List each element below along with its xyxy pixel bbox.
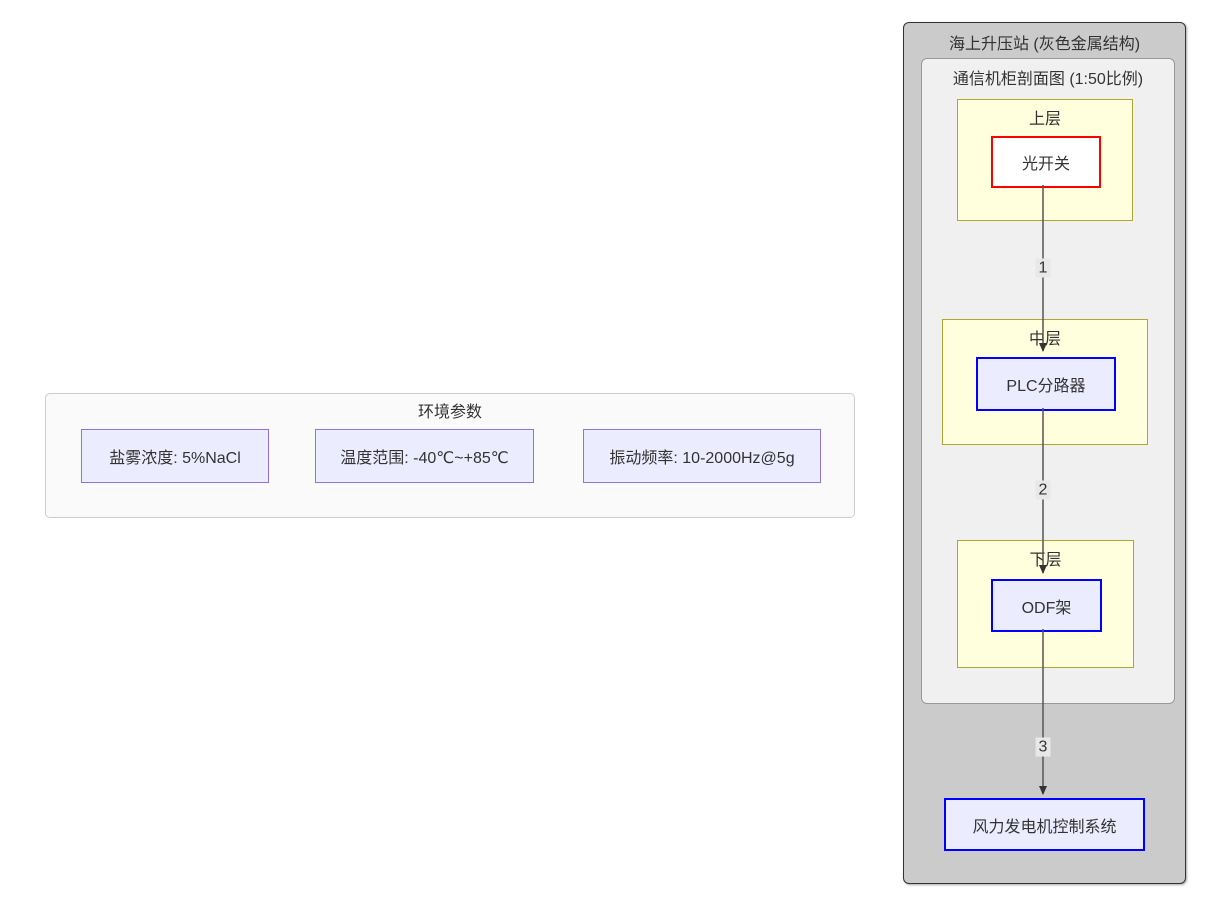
layer-upper-title: 上层	[1028, 111, 1061, 128]
edge-label-3: 3	[1035, 737, 1051, 757]
station-title: 海上升压站 (灰色金属结构)	[948, 36, 1141, 53]
edge-label-2: 2	[1035, 480, 1051, 500]
layer-upper: 上层 光开关	[957, 99, 1133, 221]
env-params-title: 环境参数	[417, 404, 482, 421]
layer-lower-title: 下层	[1029, 552, 1062, 569]
env-item-temperature-range: 温度范围: -40℃~+85℃	[315, 429, 534, 483]
env-params-cluster: 环境参数 盐雾浓度: 5%NaCl 温度范围: -40℃~+85℃ 振动频率: …	[45, 393, 855, 518]
node-odf-rack: ODF架	[991, 579, 1102, 632]
cabinet-cluster: 通信机柜剖面图 (1:50比例) 上层 光开关 中层 PLC分路器 下层 ODF…	[921, 58, 1175, 704]
edge-label-1: 1	[1035, 258, 1051, 278]
node-optical-switch: 光开关	[991, 136, 1101, 188]
layer-middle: 中层 PLC分路器	[942, 319, 1148, 445]
node-plc-splitter: PLC分路器	[976, 357, 1116, 411]
layer-lower: 下层 ODF架	[957, 540, 1134, 668]
station-cluster: 海上升压站 (灰色金属结构) 通信机柜剖面图 (1:50比例) 上层 光开关 中…	[903, 22, 1186, 884]
env-item-vibration-frequency: 振动频率: 10-2000Hz@5g	[583, 429, 821, 483]
env-item-salt-fog: 盐雾浓度: 5%NaCl	[81, 429, 269, 483]
node-wind-turbine-control-system: 风力发电机控制系统	[944, 798, 1145, 851]
cabinet-title: 通信机柜剖面图 (1:50比例)	[952, 71, 1144, 88]
layer-middle-title: 中层	[1028, 331, 1061, 348]
